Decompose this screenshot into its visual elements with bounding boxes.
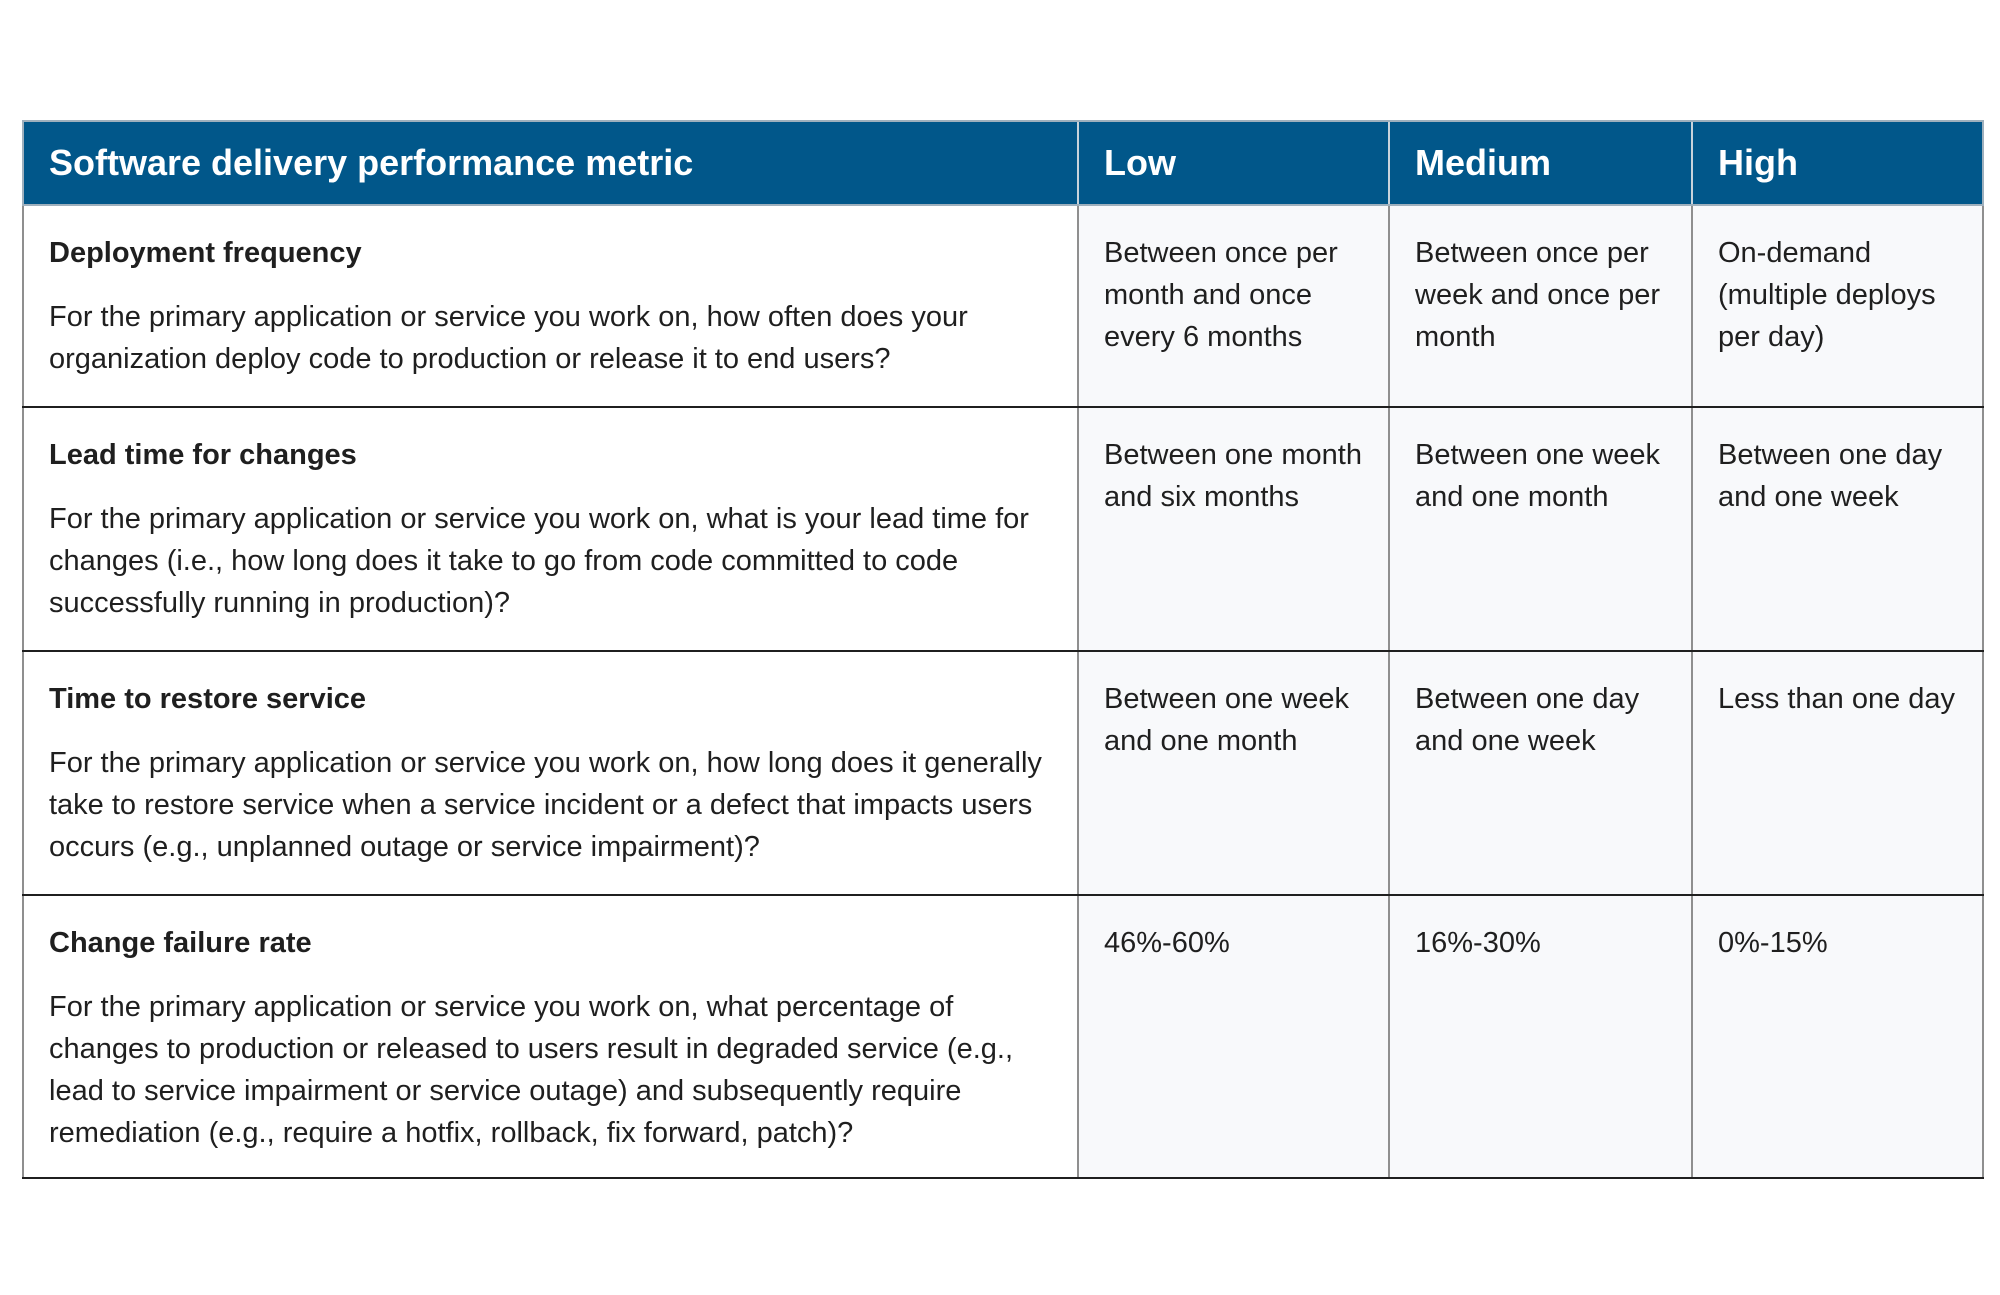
low-cell: Between one month and six months	[1077, 407, 1389, 652]
metric-name: Lead time for changes	[49, 439, 357, 471]
high-value: Less than one day	[1718, 683, 1956, 715]
header-low: Low	[1077, 120, 1389, 206]
metrics-table-container: Software delivery performance metric Low…	[22, 120, 1984, 1179]
metric-cell: Change failure rate For the primary appl…	[22, 895, 1078, 1179]
header-metric: Software delivery performance metric	[22, 120, 1078, 206]
metric-name: Deployment frequency	[49, 237, 362, 269]
table-row: Change failure rate For the primary appl…	[22, 895, 1984, 1179]
medium-cell: Between one week and one month	[1388, 407, 1692, 652]
low-cell: 46%-60%	[1077, 895, 1389, 1179]
high-value: 0%-15%	[1718, 927, 1828, 959]
medium-value: Between one day and one week	[1415, 683, 1640, 757]
medium-value: Between once per week and once per month	[1415, 237, 1661, 353]
low-value: Between one month and six months	[1104, 439, 1362, 513]
table-row: Lead time for changes For the primary ap…	[22, 407, 1984, 652]
header-row: Software delivery performance metric Low…	[22, 120, 1984, 206]
metric-cell: Lead time for changes For the primary ap…	[22, 407, 1078, 652]
low-value: Between one week and one month	[1104, 683, 1350, 757]
high-value: Between one day and one week	[1718, 439, 1943, 513]
medium-cell: Between one day and one week	[1388, 651, 1692, 896]
table-body: Deployment frequency For the primary app…	[22, 205, 1984, 1179]
header-high: High	[1691, 120, 1984, 206]
software-delivery-metrics-table: Software delivery performance metric Low…	[22, 120, 1984, 1179]
metric-question: For the primary application or service y…	[49, 301, 968, 375]
medium-cell: Between once per week and once per month	[1388, 205, 1692, 408]
metric-cell: Time to restore service For the primary …	[22, 651, 1078, 896]
metric-question: For the primary application or service y…	[49, 503, 1029, 619]
high-cell: On-demand (multiple deploys per day)	[1691, 205, 1984, 408]
high-value: On-demand (multiple deploys per day)	[1718, 237, 1936, 353]
high-cell: Between one day and one week	[1691, 407, 1984, 652]
medium-cell: 16%-30%	[1388, 895, 1692, 1179]
table-header: Software delivery performance metric Low…	[22, 120, 1984, 206]
medium-value: 16%-30%	[1415, 927, 1541, 959]
table-row: Deployment frequency For the primary app…	[22, 205, 1984, 408]
medium-value: Between one week and one month	[1415, 439, 1661, 513]
high-cell: 0%-15%	[1691, 895, 1984, 1179]
metric-cell: Deployment frequency For the primary app…	[22, 205, 1078, 408]
high-cell: Less than one day	[1691, 651, 1984, 896]
metric-question: For the primary application or service y…	[49, 991, 1013, 1149]
header-medium: Medium	[1388, 120, 1692, 206]
low-value: Between once per month and once every 6 …	[1104, 237, 1338, 353]
metric-question: For the primary application or service y…	[49, 747, 1042, 863]
low-value: 46%-60%	[1104, 927, 1230, 959]
low-cell: Between once per month and once every 6 …	[1077, 205, 1389, 408]
table-row: Time to restore service For the primary …	[22, 651, 1984, 896]
metric-name: Time to restore service	[49, 683, 367, 715]
low-cell: Between one week and one month	[1077, 651, 1389, 896]
metric-name: Change failure rate	[49, 927, 312, 959]
